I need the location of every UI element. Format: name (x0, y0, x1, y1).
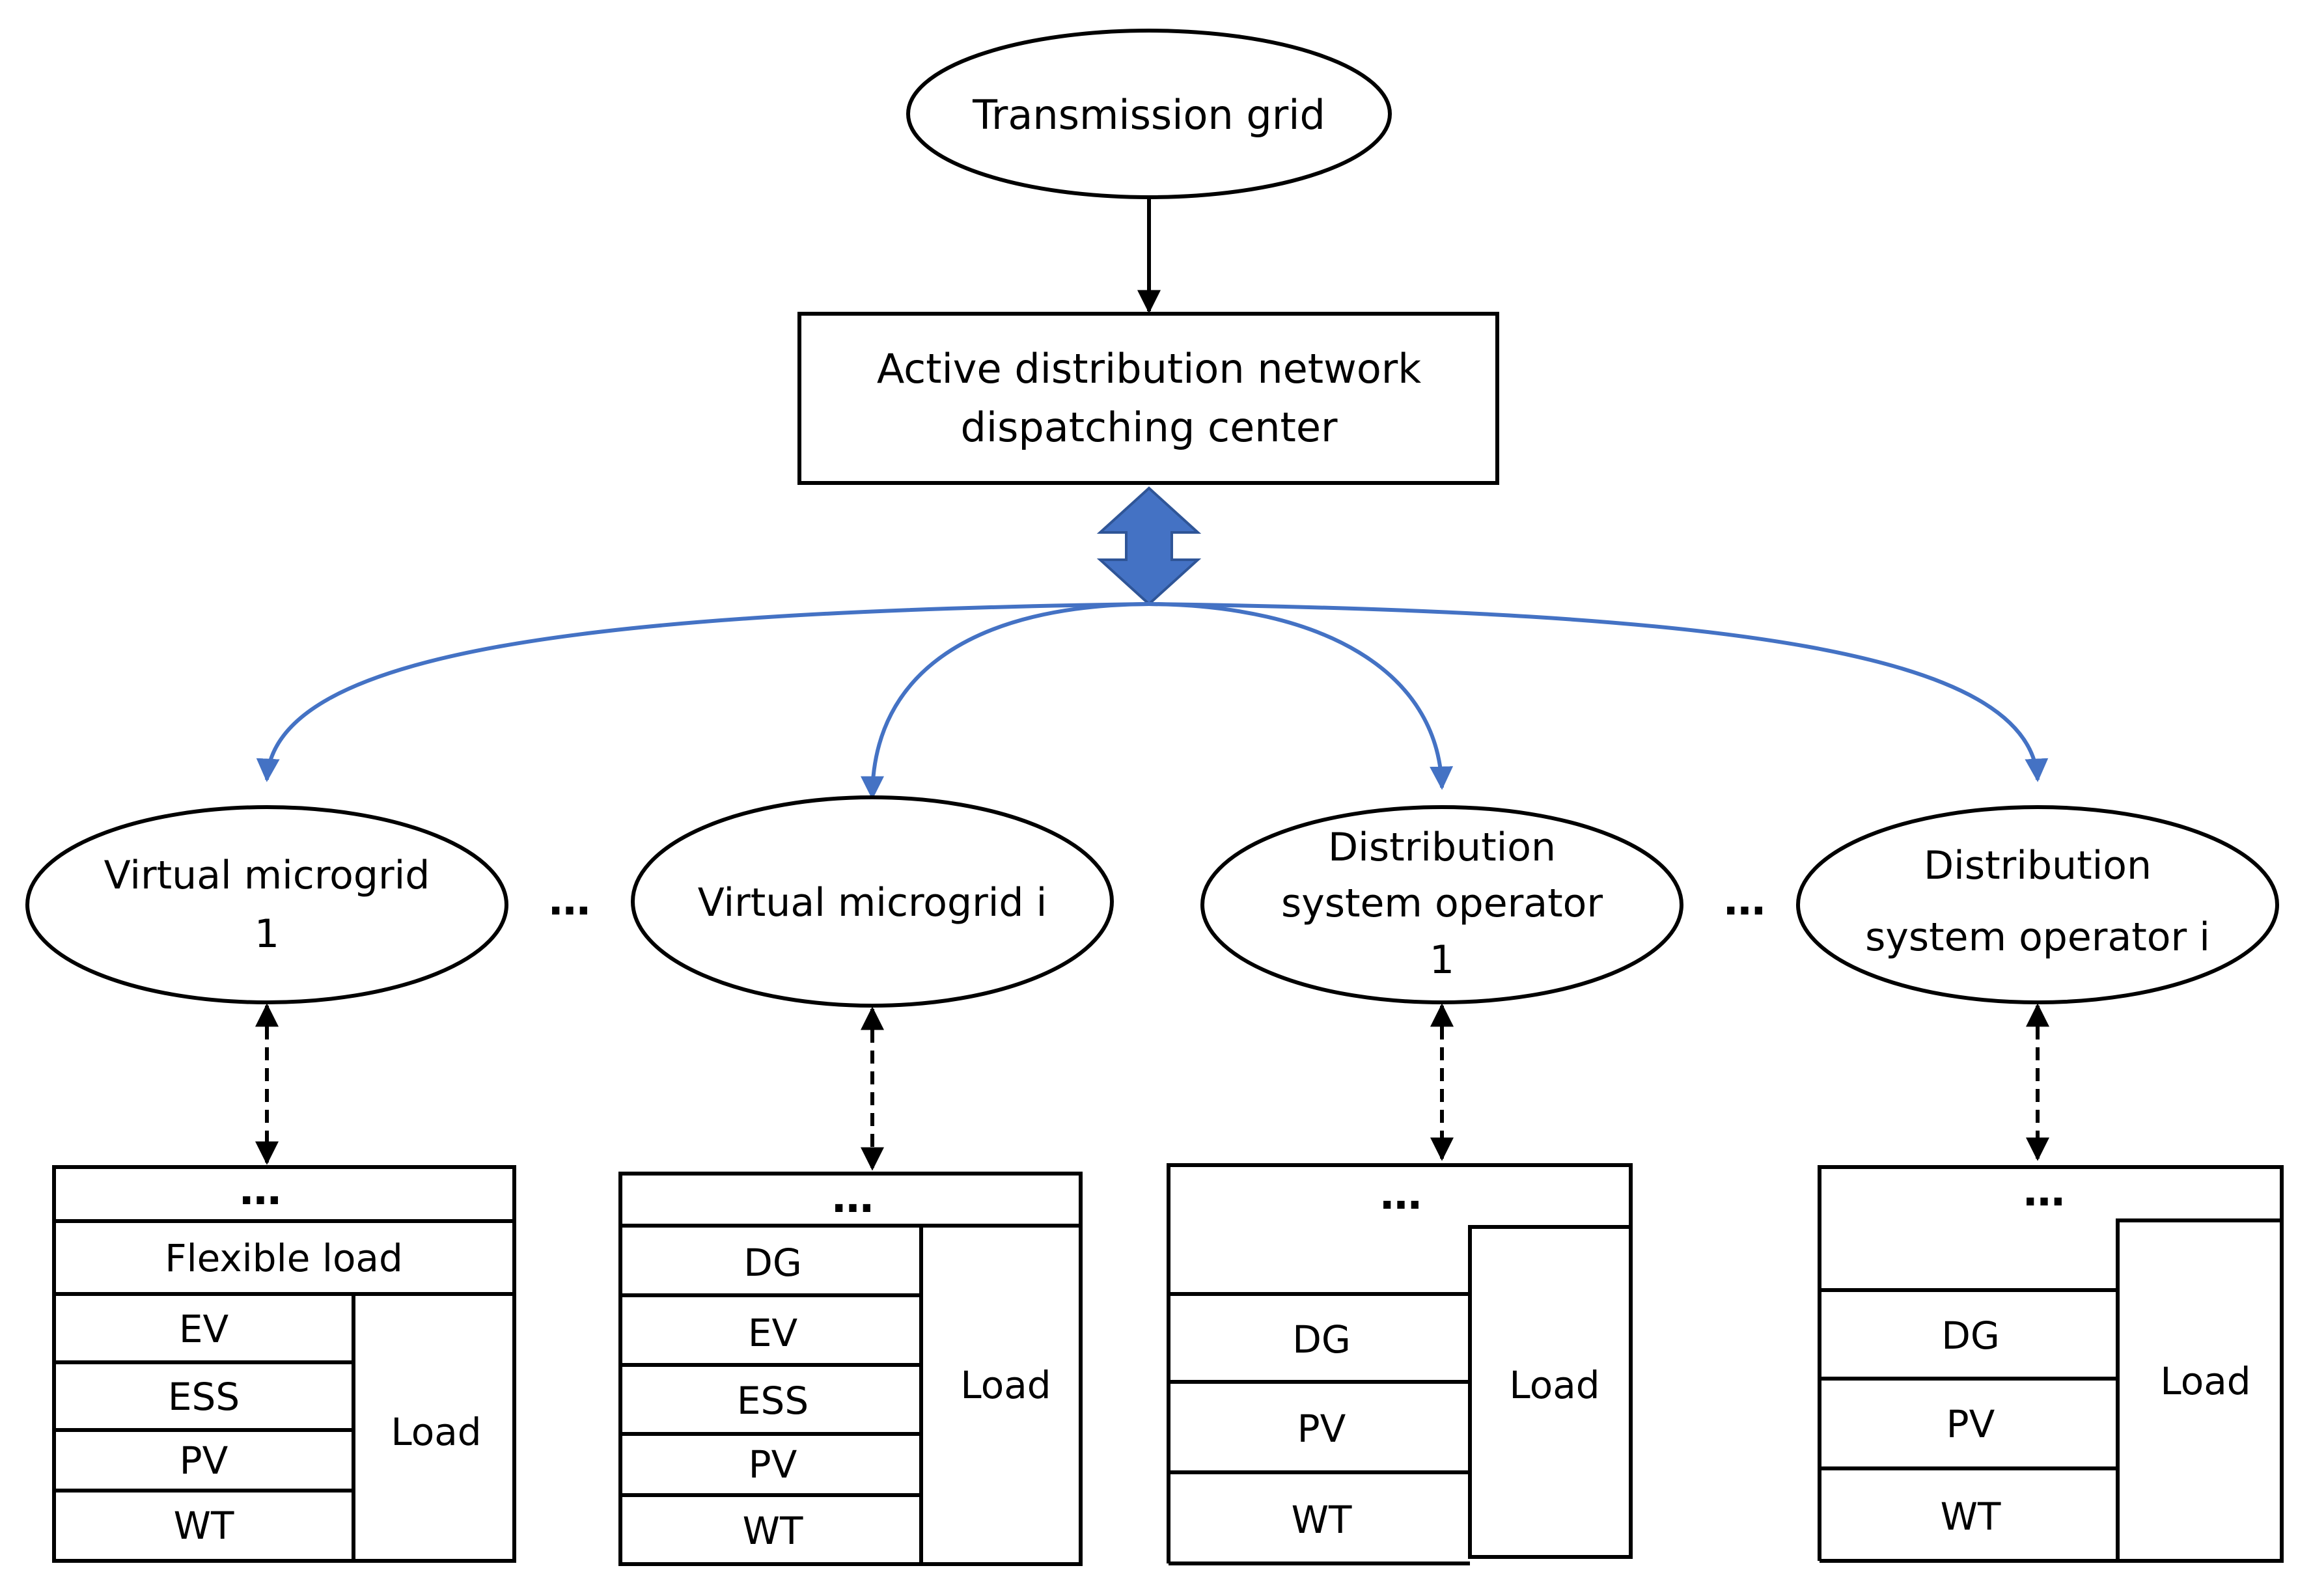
dsoi-label-line1: Distribution (1924, 843, 2152, 888)
dashed-links (255, 1003, 2049, 1171)
vmi-row-2: EV (748, 1311, 798, 1355)
branch-arrow-vm1 (256, 602, 1150, 782)
vmi-component-table (618, 1172, 1083, 1566)
virtual-microgrid-i-node: Virtual microgrid i (631, 795, 1114, 1008)
dsoi-label-line2: system operator i (1865, 915, 2210, 960)
dso1-label-line1: Distribution (1328, 825, 1556, 870)
dso1-load: Load (1509, 1363, 1599, 1407)
branch-arrow-vmi (861, 602, 1150, 800)
dsoi-row-2: PV (1946, 1402, 1995, 1446)
vmi-row-1: DG (743, 1241, 802, 1285)
transmission-grid-node: Transmission grid (906, 29, 1392, 199)
vm1-component-table (52, 1165, 516, 1563)
vm1-row-2: ESS (168, 1375, 240, 1419)
vm1-label-line2: 1 (255, 911, 279, 957)
dsoi-table-dots: … (2023, 1168, 2065, 1216)
bidirectional-blue-arrow (1096, 486, 1202, 606)
dso1-row-1: DG (1292, 1317, 1351, 1362)
vmi-row-5: WT (743, 1509, 803, 1553)
blue-branch-arrows (256, 602, 2049, 800)
dso1-row-3: WT (1292, 1498, 1352, 1542)
dso1-component-table (1167, 1163, 1633, 1565)
dso1-label-line3: 1 (1430, 937, 1454, 983)
vmi-label-line1: Virtual microgrid i (698, 880, 1047, 926)
dispatch-center-label-line1: Active distribution network (877, 345, 1421, 392)
vm1-row-1: EV (179, 1307, 229, 1351)
dispatch-center-node: Active distribution network dispatching … (797, 312, 1499, 485)
dsoi-component-table (1818, 1165, 2284, 1563)
vm1-flexible-load: Flexible load (165, 1236, 403, 1280)
virtual-microgrid-1-node: Virtual microgrid 1 (25, 805, 508, 1004)
dso-i-node: Distribution system operator i (1796, 805, 2279, 1004)
vmi-load: Load (960, 1363, 1051, 1407)
branch-arrow-dso1 (1148, 602, 1454, 790)
dso1-row-2: PV (1297, 1407, 1346, 1451)
between-dots-1: … (549, 877, 590, 925)
dsoi-row-1: DG (1941, 1314, 2000, 1358)
vm1-label-line1: Virtual microgrid (104, 853, 430, 898)
dispatch-center-label-line2: dispatching center (961, 404, 1338, 451)
vmi-row-4: PV (749, 1442, 797, 1487)
dso1-label-line2: system operator (1281, 881, 1603, 926)
dso1-table-dots: … (1380, 1171, 1422, 1219)
between-dots-2: … (1724, 877, 1765, 925)
vm1-load: Load (391, 1410, 481, 1454)
vm1-row-4: WT (174, 1504, 234, 1548)
vmi-row-3: ESS (737, 1379, 809, 1423)
branch-arrow-dsoi (1148, 602, 2049, 782)
vm1-row-3: PV (180, 1438, 228, 1483)
dsoi-load: Load (2160, 1359, 2250, 1403)
dso-1-node: Distribution system operator 1 (1200, 805, 1683, 1004)
dsoi-row-3: WT (1941, 1494, 2001, 1539)
vmi-table-dots: … (832, 1174, 874, 1222)
vm1-table-dots: … (240, 1166, 281, 1215)
transmission-grid-label: Transmission grid (972, 91, 1325, 139)
